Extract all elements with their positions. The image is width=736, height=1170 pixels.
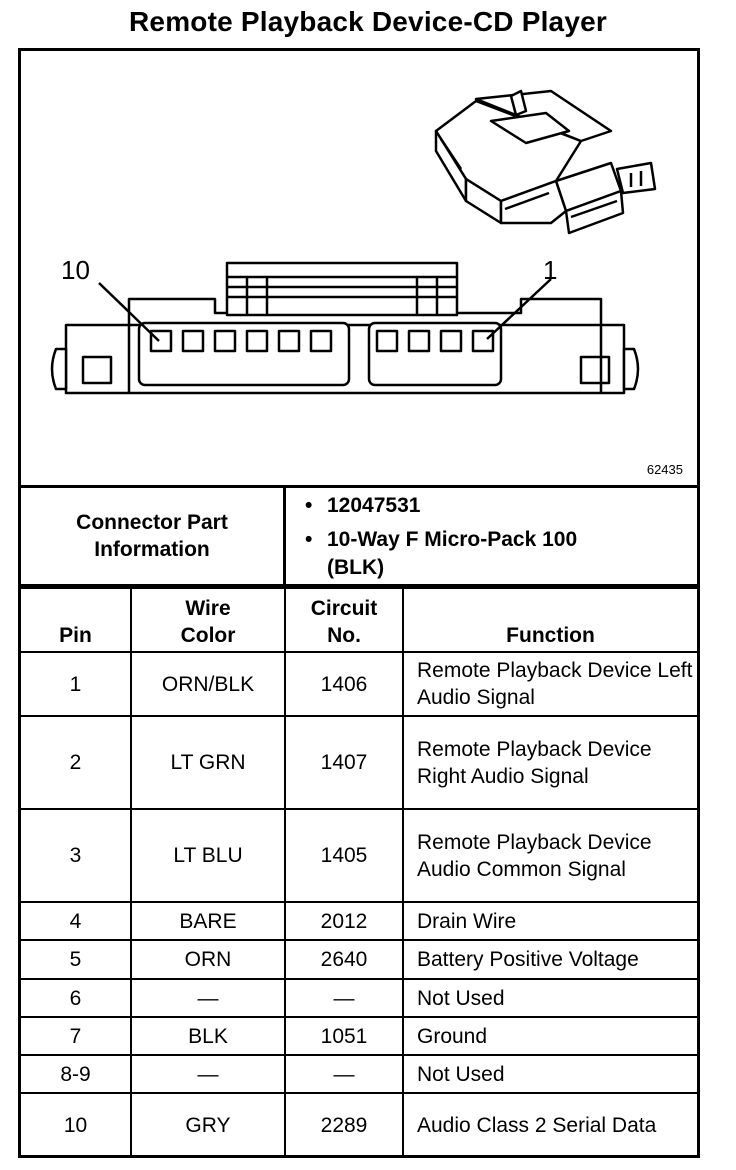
circuit-cell: 2289 (284, 1092, 404, 1156)
wire-color-cell: BARE (130, 901, 286, 941)
bullet-icon: • (305, 494, 313, 517)
pin-cell: 10 (21, 1092, 132, 1156)
function-cell: Battery Positive Voltage (402, 939, 697, 980)
function-cell: Audio Class 2 Serial Data (402, 1092, 697, 1156)
circuit-cell: 1406 (284, 651, 404, 717)
pin-cell: 5 (21, 939, 132, 980)
wire-color-cell: ORN/BLK (130, 651, 286, 717)
circuit-cell: 1051 (284, 1016, 404, 1056)
pin-table: Pin Wire Color Circuit No. Function 1 OR… (21, 587, 697, 1156)
pin-1-label: 1 (543, 255, 558, 285)
wire-color-cell: — (130, 1054, 286, 1094)
wire-color-cell: LT GRN (130, 715, 286, 810)
pin-cell: 4 (21, 901, 132, 941)
wire-color-cell: ORN (130, 939, 286, 980)
table-row: 4 BARE 2012 Drain Wire (21, 901, 697, 941)
wire-color-cell: LT BLU (130, 808, 286, 903)
pin-cell: 6 (21, 978, 132, 1018)
circuit-cell: 1405 (284, 808, 404, 903)
pin-10-label: 10 (61, 255, 90, 285)
pin-cell: 2 (21, 715, 132, 810)
circuit-cell: — (284, 1054, 404, 1094)
bullet-icon: • (305, 528, 313, 551)
function-cell: Not Used (402, 978, 697, 1018)
connector-info-item: • 12047531 (305, 492, 617, 520)
wire-color-cell: GRY (130, 1092, 286, 1156)
wire-color-cell: — (130, 978, 286, 1018)
header-circuit: Circuit No. (284, 587, 404, 653)
header-pin: Pin (21, 587, 132, 653)
pin-cell: 3 (21, 808, 132, 903)
connector-figure: 10 1 62435 (21, 51, 697, 488)
connector-frame: 10 1 62435 Connector Part Information • … (18, 48, 700, 1158)
figure-id: 62435 (646, 462, 683, 477)
function-cell: Remote Playback Device Audio Common Sign… (402, 808, 697, 903)
connector-info-item: • 10-Way F Micro-Pack 100 (BLK) (305, 528, 578, 579)
circuit-cell: 1407 (284, 715, 404, 810)
function-cell: Drain Wire (402, 901, 697, 941)
function-cell: Remote Playback Device Right Audio Signa… (402, 715, 697, 810)
table-row: 7 BLK 1051 Ground (21, 1016, 697, 1056)
connector-part-info: Connector Part Information • 12047531 • … (21, 488, 697, 587)
function-cell: Ground (402, 1016, 697, 1056)
wire-color-cell: BLK (130, 1016, 286, 1056)
circuit-cell: — (284, 978, 404, 1018)
connector-drawing (50, 89, 657, 395)
page-title: Remote Playback Device-CD Player (129, 6, 607, 37)
table-row: 3 LT BLU 1405 Remote Playback Device Aud… (21, 808, 697, 903)
function-cell: Remote Playback Device Left Audio Signal (402, 651, 697, 717)
connector-info-list: • 12047531 • 10-Way F Micro-Pack 100 (BL… (305, 492, 617, 582)
header-function: Function (402, 587, 697, 653)
pin-cell: 8-9 (21, 1054, 132, 1094)
connector-3d-icon (434, 89, 657, 235)
table-row: 10 GRY 2289 Audio Class 2 Serial Data (21, 1092, 697, 1156)
table-row: 1 ORN/BLK 1406 Remote Playback Device Le… (21, 651, 697, 717)
header-wire-color: Wire Color (130, 587, 286, 653)
circuit-cell: 2012 (284, 901, 404, 941)
connector-info-label: Connector Part Information (21, 488, 286, 584)
function-cell: Not Used (402, 1054, 697, 1094)
table-row: 2 LT GRN 1407 Remote Playback Device Rig… (21, 715, 697, 810)
table-row: 5 ORN 2640 Battery Positive Voltage (21, 939, 697, 980)
table-row: 6 — — Not Used (21, 978, 697, 1018)
circuit-cell: 2640 (284, 939, 404, 980)
pin-cell: 7 (21, 1016, 132, 1056)
connector-face-icon (50, 261, 640, 395)
table-row: 8-9 — — Not Used (21, 1054, 697, 1094)
pin-cell: 1 (21, 651, 132, 717)
